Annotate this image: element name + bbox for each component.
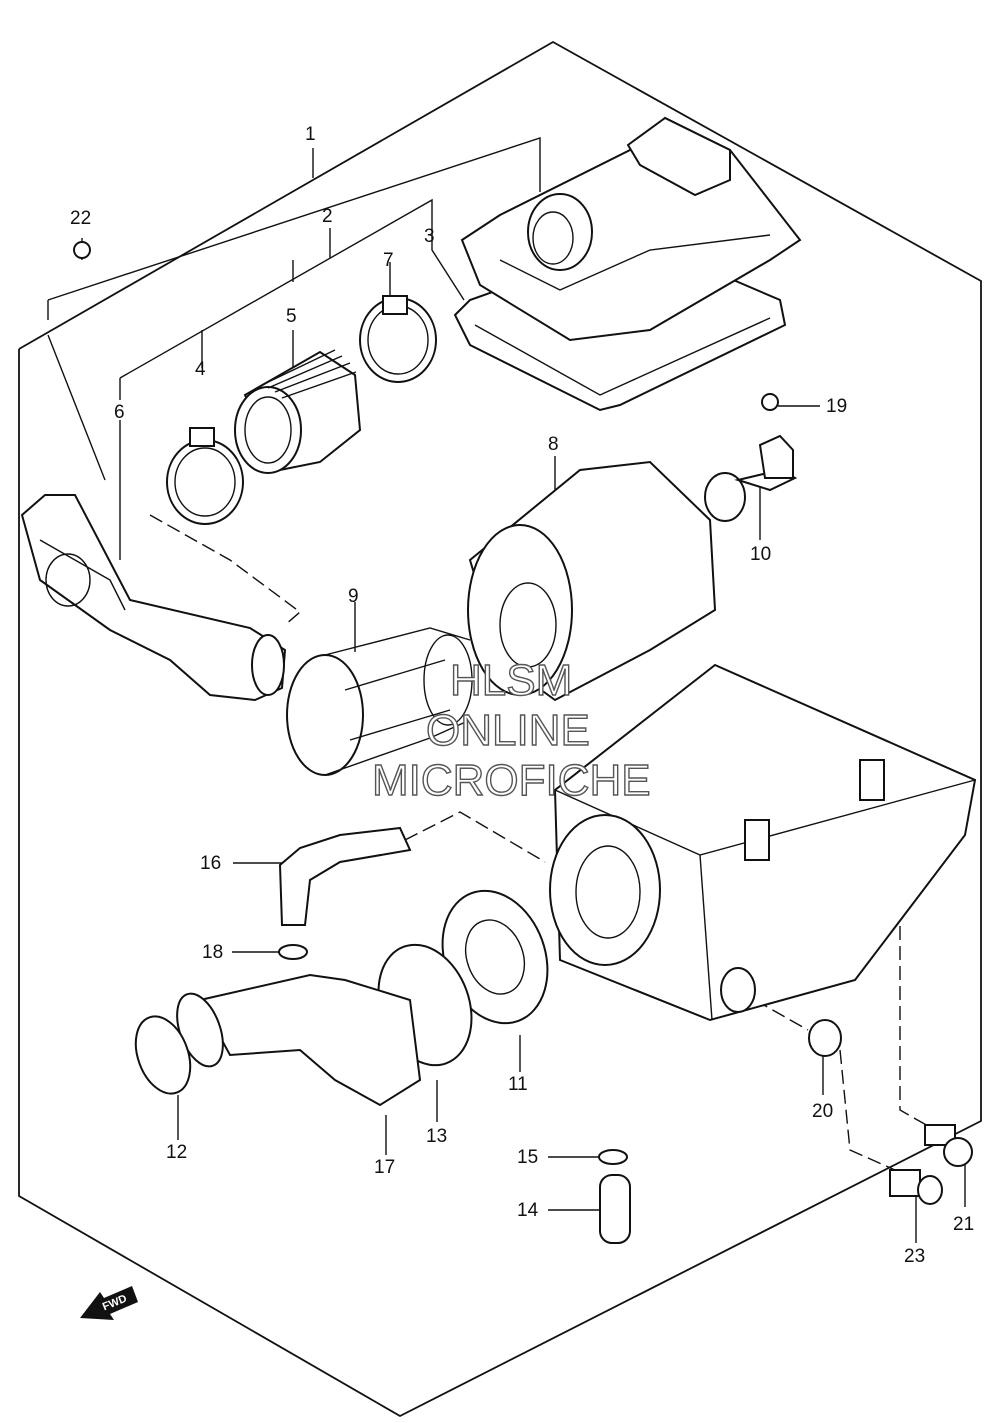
air-cleaner-cover xyxy=(453,116,802,412)
callout-13: 13 xyxy=(426,1126,447,1147)
callout-11: 11 xyxy=(508,1074,528,1095)
air-filter-element xyxy=(467,460,717,702)
callout-12: 12 xyxy=(166,1142,187,1163)
outlet-parts xyxy=(134,889,549,1107)
callout-14: 14 xyxy=(517,1200,539,1221)
watermark-line-3: MICROFICHE xyxy=(372,756,651,805)
intake-duct xyxy=(20,494,287,702)
breather-hose xyxy=(278,826,412,960)
intake-bellows xyxy=(234,349,362,474)
callout-7: 7 xyxy=(383,250,394,271)
filter-cage xyxy=(286,627,473,776)
watermark-line-2: ONLINE xyxy=(426,706,590,755)
callout-17: 17 xyxy=(374,1157,395,1178)
fwd-arrow-icon: FWD xyxy=(80,1286,138,1320)
clamps-upper xyxy=(166,295,437,525)
callout-1: 1 xyxy=(305,124,316,145)
callout-labels: 1 2 3 4 5 6 7 8 9 10 11 12 13 14 15 16 1… xyxy=(70,124,974,1267)
callout-19: 19 xyxy=(826,396,847,417)
callout-2: 2 xyxy=(322,206,333,227)
callout-8: 8 xyxy=(548,434,559,455)
callout-20: 20 xyxy=(812,1101,833,1122)
callout-9: 9 xyxy=(348,586,359,607)
assembly-border xyxy=(18,40,982,1418)
watermark: HLSM ONLINE MICROFICHE xyxy=(371,655,651,805)
callout-10: 10 xyxy=(750,544,771,565)
fitting-parts xyxy=(704,393,798,522)
drain-tube xyxy=(598,1149,631,1244)
callout-21: 21 xyxy=(953,1214,974,1235)
callout-5: 5 xyxy=(286,306,297,327)
callout-4: 4 xyxy=(195,359,206,380)
air-cleaner-case xyxy=(549,663,977,1022)
watermark-line-1: HLSM xyxy=(450,656,572,705)
callout-15: 15 xyxy=(517,1147,538,1168)
small-fasteners xyxy=(73,241,973,1205)
callout-16: 16 xyxy=(200,853,221,874)
callout-22: 22 xyxy=(70,208,91,229)
callout-3: 3 xyxy=(424,226,435,247)
callout-23: 23 xyxy=(904,1246,925,1267)
callout-6: 6 xyxy=(114,402,125,423)
callout-18: 18 xyxy=(202,942,223,963)
